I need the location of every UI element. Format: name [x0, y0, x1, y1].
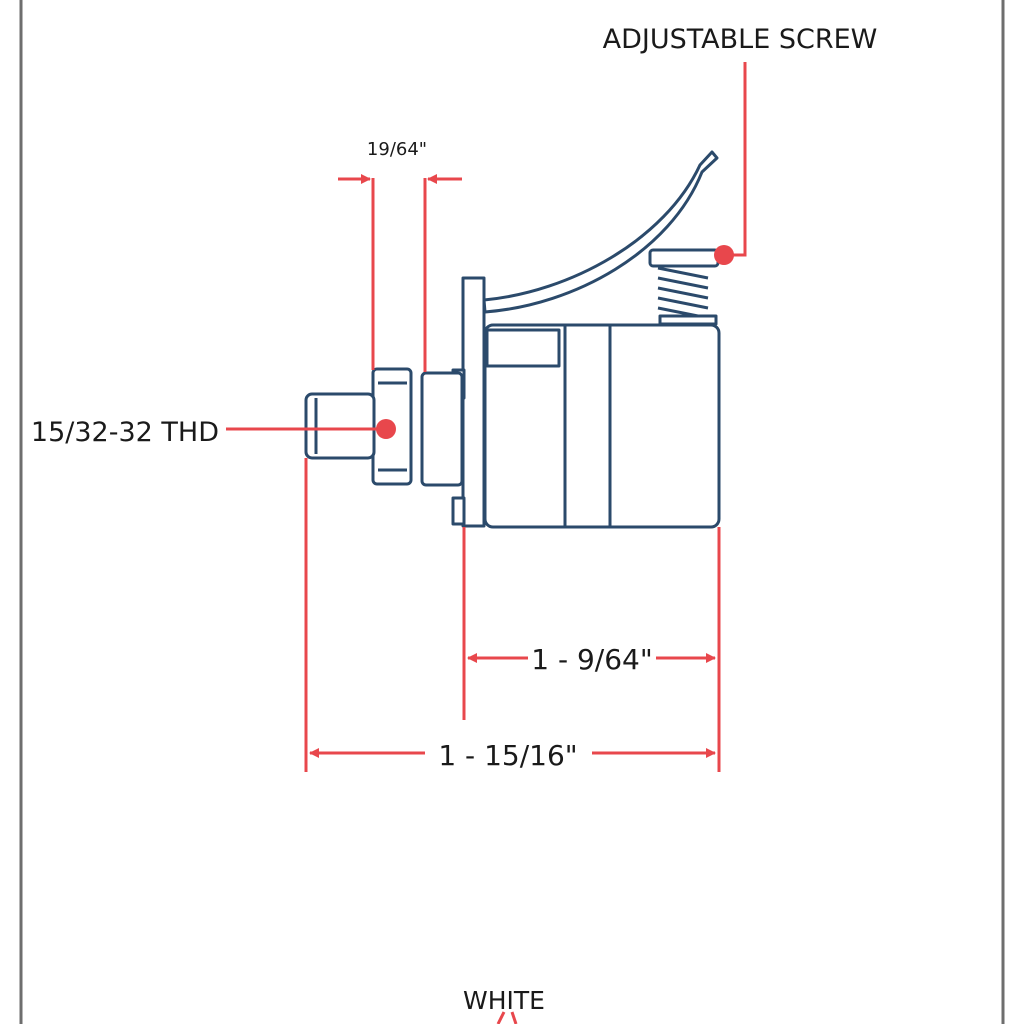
overall-length-label: 1 - 15/16" — [438, 739, 577, 772]
thread-callout-dot — [376, 419, 396, 439]
spring — [657, 266, 718, 326]
housing — [483, 323, 721, 529]
plunger — [304, 392, 376, 460]
screw-head — [648, 248, 720, 268]
flange-gap-label: 19/64" — [367, 139, 427, 160]
bushing — [420, 371, 464, 487]
wire-color-label: WHITE — [463, 986, 545, 1015]
dimension-lines — [226, 62, 747, 1024]
switch-body-outline — [304, 150, 721, 529]
housing-inner-block — [485, 328, 561, 368]
actuator-lever — [482, 150, 719, 314]
mounting-bracket — [461, 276, 486, 528]
body-length-label: 1 - 9/64" — [531, 643, 652, 676]
bracket-tab-bottom — [451, 496, 466, 526]
page-frame — [19, 0, 1005, 1024]
adjustable-screw-label: ADJUSTABLE SCREW — [603, 24, 878, 55]
screw-callout-dot — [714, 245, 734, 265]
thread-label: 15/32-32 THD — [31, 417, 219, 448]
